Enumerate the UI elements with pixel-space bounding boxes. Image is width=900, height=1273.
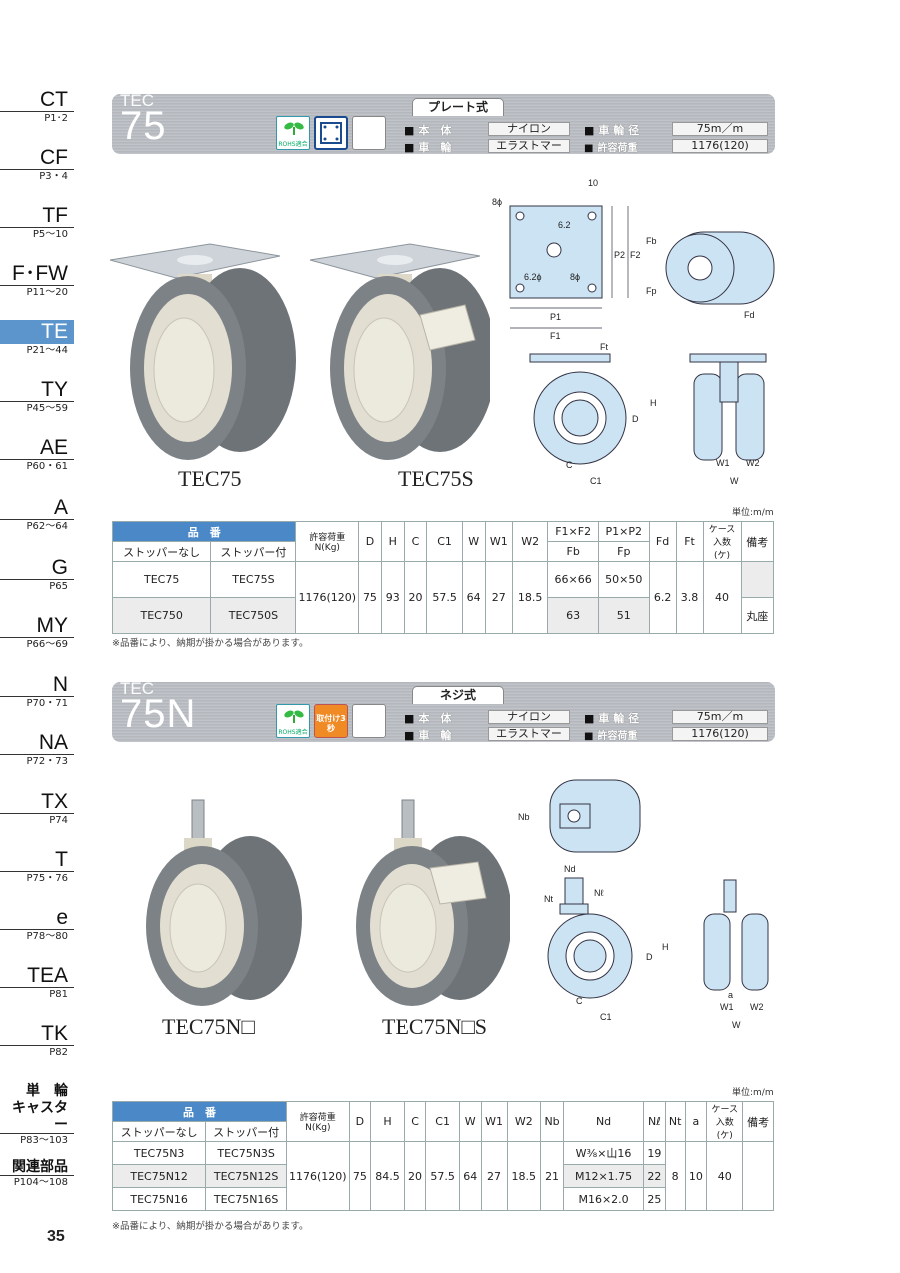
- rohs-icon: ROHS適合: [276, 116, 310, 150]
- rohs-icon: ROHS適合: [276, 704, 310, 738]
- dim-label: Ft: [600, 342, 608, 352]
- photo-caption: TEC75: [178, 466, 242, 491]
- dim-label: W: [732, 1020, 741, 1030]
- dim-label: P2: [614, 250, 625, 260]
- dim-label: W2: [750, 1002, 764, 1012]
- dim-label: C1: [590, 476, 602, 486]
- dim-label: F2: [630, 250, 641, 260]
- page-number: 35: [47, 1228, 65, 1245]
- dim-label: Nb: [518, 812, 530, 822]
- photo-caption: TEC75N□S: [382, 1014, 487, 1039]
- dim-label: a: [728, 990, 733, 1000]
- dim-label: P1: [550, 312, 561, 322]
- dim-label: 6.2: [558, 220, 571, 230]
- dim-label: Fp: [646, 286, 657, 296]
- model-title: TEC 75N: [120, 682, 197, 736]
- dim-label: 6.2ϕ: [524, 272, 542, 282]
- table-row: TEC75N12 TEC75N12S M12×1.75 22: [111, 1164, 774, 1188]
- caster-photo-tec75: [109, 243, 296, 460]
- dim-label: Nd: [564, 864, 576, 874]
- dim-label: F1: [550, 331, 561, 341]
- quick-mount-badge-icon: 取付け3秒: [314, 704, 348, 738]
- dim-label: Fb: [646, 236, 657, 246]
- caster-photo-tec75n: [146, 799, 302, 1006]
- delivery-note: ※品番により、納期が掛かる場合があります。: [112, 1221, 309, 1232]
- dim-label: H: [650, 398, 657, 408]
- dim-label: D: [632, 414, 639, 424]
- dim-label: 8ϕ: [492, 197, 502, 207]
- plate-mount-icon: [314, 116, 348, 150]
- dimension-diagram-tec75: 8ϕ 10 6.2 6.2ϕ 8ϕ P1 F1 P2 F2 Fb Fp Fd F…: [492, 178, 775, 486]
- dim-label: H: [662, 942, 669, 952]
- dim-label: C: [576, 996, 583, 1006]
- caster-photo-tec75ns: [356, 799, 510, 1006]
- spec-table-tec75: 品 番 許容荷重N(Kg) D H C C1 W W1 W2 F1×F2 P1×…: [111, 521, 775, 634]
- dim-label: W: [730, 476, 739, 486]
- dim-label: 8ϕ: [570, 272, 580, 282]
- dim-label: Nt: [544, 894, 553, 904]
- spec-table-tec75n: 品 番 許容荷重N(Kg) D H C C1 W W1 W2 Nb Nd Nℓ …: [111, 1101, 774, 1211]
- photo-caption: TEC75N□: [162, 1014, 255, 1039]
- mount-type-tag: ネジ式: [412, 686, 504, 704]
- dim-label: Fd: [744, 310, 755, 320]
- model-title: TEC 75: [120, 94, 167, 148]
- product-photo-tec75: [109, 243, 490, 460]
- dim-label: W2: [746, 458, 760, 468]
- dim-label: W1: [716, 458, 730, 468]
- product-banner-tec75n: TEC 75N ネジ式 ROHS適合 取付け3秒 本 体ナイロン車 輪 径75m…: [112, 682, 775, 742]
- table-row: TEC75N16 TEC75N16S M16×2.0 25: [111, 1187, 774, 1211]
- table-row: TEC75N3 TEC75N3S 1176(120) 75 84.5 20 57…: [111, 1141, 774, 1211]
- empty-symbol-box: [352, 704, 386, 738]
- dim-label: C: [566, 460, 573, 470]
- table-row: TEC75 TEC75S 1176(120) 75 93 20 57.5 64 …: [111, 561, 775, 634]
- mount-type-tag: プレート式: [412, 98, 504, 116]
- dim-label: Nℓ: [594, 888, 604, 898]
- dim-label: 10: [588, 178, 598, 188]
- photo-caption: TEC75S: [398, 466, 474, 491]
- unit-label: 単位:m/m: [732, 508, 774, 518]
- dimension-diagram-tec75n: Nb Nd Nt Nℓ D H C C1 a W1 W2 W: [518, 779, 769, 1030]
- unit-label: 単位:m/m: [732, 1088, 774, 1098]
- dim-label: D: [646, 952, 653, 962]
- caster-photo-tec75s: [309, 243, 490, 460]
- product-photo-tec75n: [146, 799, 510, 1006]
- delivery-note: ※品番により、納期が掛かる場合があります。: [112, 638, 309, 649]
- empty-symbol-box: [352, 116, 386, 150]
- dim-label: W1: [720, 1002, 734, 1012]
- dim-label: C1: [600, 1012, 612, 1022]
